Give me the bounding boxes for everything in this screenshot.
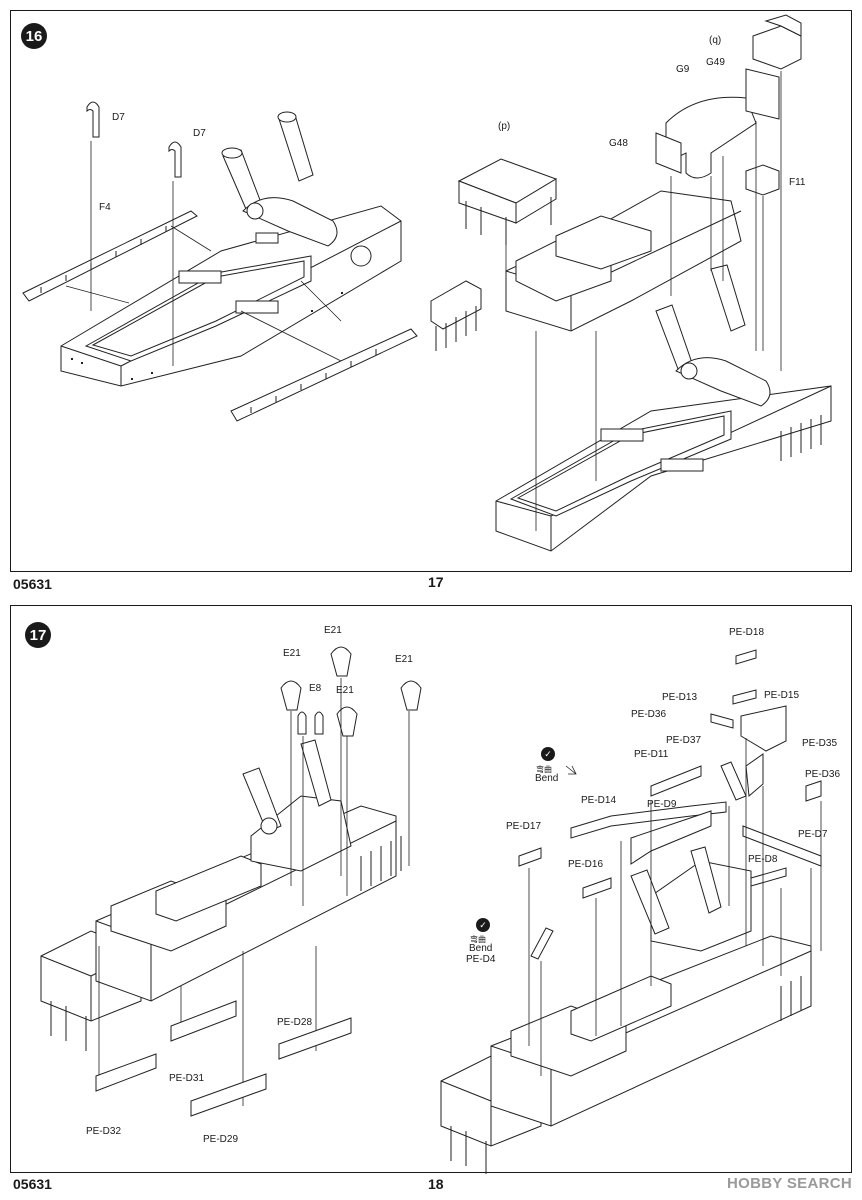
label-g49: G49 [706,57,725,68]
check-icon: ✓ [476,918,490,932]
vent-grilles [179,233,278,313]
label-pe-d7: PE-D7 [798,829,828,840]
part-g48-panel [656,133,681,173]
part-g9-canopy [666,97,756,178]
label-pe-d11: PE-D11 [634,749,669,760]
step-number-badge: 16 [21,23,47,49]
deckhouse-upper [506,191,741,331]
portholes [71,293,343,379]
bend-label-en: Bend [469,943,493,954]
label-q: (q) [709,35,722,46]
assembly-lines-left-17 [99,678,409,1106]
bend-label-en: Bend [535,773,559,784]
label-e8: E8 [309,683,322,694]
step-17-panel: 17 [10,605,853,1174]
bend-arrow [566,766,576,774]
label-e21-d: E21 [395,654,413,665]
right-hull-legs [781,415,821,461]
step-16-illustration [11,11,853,573]
assembly-lines-right-17 [529,738,821,1076]
assembly-lines [66,141,341,366]
label-pe-d28: PE-D28 [277,1017,313,1028]
label-pe-d17: PE-D17 [506,821,542,832]
check-icon: ✓ [541,747,555,761]
label-f11: F11 [789,177,806,188]
watermark: HOBBY SEARCH [726,1175,852,1192]
part-g49-panel [746,69,779,119]
catalog-code-2: 05631 [13,1176,52,1192]
label-pe-d29: PE-D29 [203,1134,239,1145]
part-q-block [753,15,801,69]
label-pe-d9: PE-D9 [647,799,677,810]
label-pe-d15: PE-D15 [764,690,800,701]
label-pe-d37: PE-D37 [666,735,702,746]
label-pe-d16: PE-D16 [568,859,604,870]
label-pe-d32: PE-D32 [86,1126,122,1137]
label-e21-a: E21 [283,648,301,659]
part-e21-pieces [281,647,421,736]
label-e21-c: E21 [336,685,354,696]
label-g9: G9 [676,64,690,75]
part-d7-pieces [87,102,181,177]
label-p: (p) [498,121,511,132]
label-pe-d31: PE-D31 [169,1073,205,1084]
label-pe-d14: PE-D14 [581,795,617,806]
label-pe-d8: PE-D8 [748,854,778,865]
label-f4: F4 [99,202,111,213]
step-17-illustration [11,606,853,1174]
label-pe-d36-left: PE-D36 [631,709,667,720]
step-number-badge: 17 [25,622,51,648]
part-p-house [459,159,556,245]
label-d7-left: D7 [112,112,125,123]
assembly-lines-right [506,71,781,531]
page-number-17: 17 [428,574,444,590]
pe-rails-left [96,1001,351,1116]
hull-right [496,265,831,551]
label-pe-d13: PE-D13 [662,692,698,703]
label-pe-d18: PE-D18 [729,627,765,638]
label-pe-d36-right: PE-D36 [805,769,841,780]
label-g48: G48 [609,138,628,149]
funnel-stacks [222,112,371,266]
small-platform [431,281,481,351]
rail-right-lower [231,329,417,421]
bend-label-cn: 弯曲 [470,935,486,944]
page-number-18: 18 [428,1176,444,1192]
pe-rails-right [519,650,821,959]
catalog-code-1: 05631 [13,576,52,592]
part-f11-box [746,165,779,195]
ship-right [441,847,811,1174]
label-pe-d4: PE-D4 [466,954,496,965]
label-pe-d35: PE-D35 [802,738,838,749]
bend-label-cn: 弯曲 [536,765,552,774]
hull-left [61,112,401,386]
step-16-panel: 16 [10,10,852,572]
label-e21-b: E21 [324,625,342,636]
label-d7-right: D7 [193,128,206,139]
